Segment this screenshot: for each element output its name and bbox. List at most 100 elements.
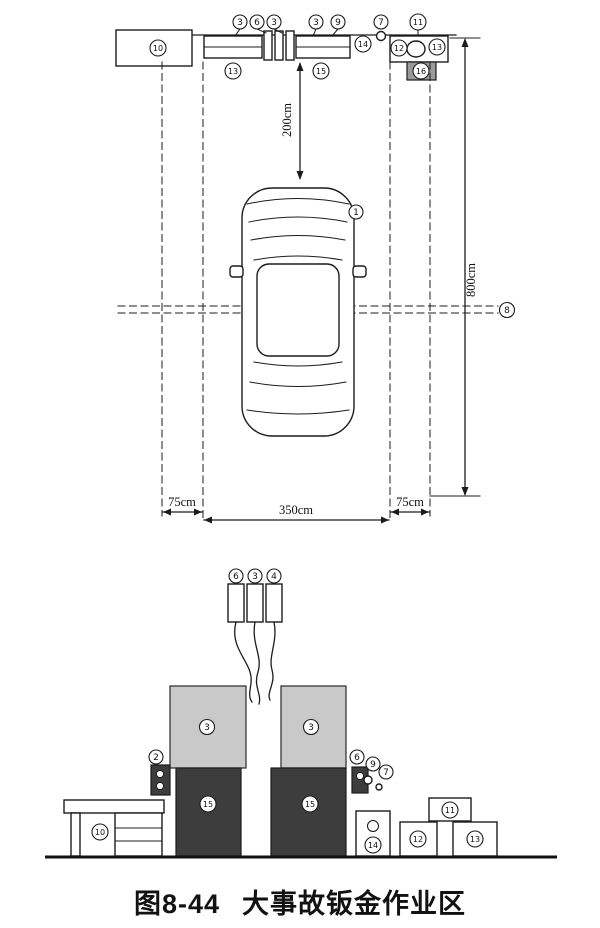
item-2-regulator: [150, 764, 171, 796]
callout-circle: [364, 836, 382, 854]
callout-circle: [428, 38, 446, 56]
callout-circle: [232, 14, 248, 30]
callout-number: 3: [237, 18, 243, 28]
dim-800cm-label: 800cm: [464, 263, 478, 297]
callout-13-left: 13: [224, 62, 242, 80]
dim-75cm-right-label: 75cm: [396, 495, 424, 509]
callout-3c: 3: [308, 14, 324, 30]
callout-16: 16: [412, 62, 430, 80]
dim-350cm-label: 350cm: [279, 503, 313, 517]
car-top-view: [229, 187, 367, 437]
callout-circle: [224, 62, 242, 80]
callout-circle: [349, 749, 365, 765]
zone-lines: [161, 61, 431, 523]
dim-75cm-left-group: 75cm: [162, 495, 203, 516]
callout-3b: 3: [266, 14, 282, 30]
cabinet-dial: [367, 820, 379, 832]
gauge-dial: [156, 770, 164, 778]
car-mirror-left: [229, 265, 244, 278]
item-7-disc: [375, 783, 383, 791]
callout-circle: [412, 62, 430, 80]
callout-circle: [302, 718, 320, 736]
assembly-reel: [406, 40, 426, 58]
elevation-view: 6 3 4 3 3 2 15 15 6 9: [45, 568, 557, 859]
callout-number: 16: [416, 67, 426, 76]
callout-3-block-right: 3: [302, 718, 320, 736]
arrowhead-left: [163, 508, 171, 516]
cabinet-14-elevation: [355, 810, 391, 857]
callout-12-box: 12: [409, 830, 427, 848]
callout-11-box: 11: [441, 801, 459, 819]
callout-13-box: 13: [466, 830, 484, 848]
callout-circle: [247, 568, 263, 584]
callout-number: 12: [413, 835, 423, 844]
dim-350cm-group: 350cm: [203, 503, 390, 524]
callout-number: 6: [233, 572, 239, 582]
callout-number: 15: [305, 800, 315, 809]
callout-7: 7: [373, 14, 389, 30]
callout-6-right: 6: [349, 749, 365, 765]
callout-number: 14: [368, 841, 378, 850]
cylinder-plan: [263, 30, 273, 61]
workshop-diagram: 200cm 800cm: [45, 13, 557, 859]
callout-circle: [148, 749, 164, 765]
car-hood-line: [248, 216, 348, 223]
callout-3-top: 3: [247, 568, 263, 584]
callout-number: 7: [383, 768, 389, 778]
callout-circle: [199, 795, 217, 813]
callout-15-block-left: 15: [199, 795, 217, 813]
callout-number: 3: [308, 723, 314, 733]
callout-circle: [378, 764, 394, 780]
callout-circle: [498, 301, 516, 319]
car-mirror-right: [352, 265, 367, 278]
callout-circle: [249, 14, 265, 30]
callout-number: 3: [204, 723, 210, 733]
item-2-body: [150, 764, 171, 796]
callout-circle: [354, 35, 372, 53]
dim-800cm-group: 800cm: [429, 37, 481, 497]
arrowhead-right: [381, 516, 389, 524]
callout-11: 11: [409, 13, 427, 31]
car-trunk-line: [246, 409, 350, 415]
hoses: [234, 621, 276, 705]
callout-14: 14: [354, 35, 372, 53]
arrowhead-down: [296, 171, 304, 180]
callout-3-block-left: 3: [198, 718, 216, 736]
arrowhead-right: [421, 508, 429, 516]
callout-circle: [348, 204, 364, 220]
table-leg: [70, 812, 81, 857]
arrowhead-right: [194, 508, 202, 516]
leader-line: [273, 28, 283, 34]
dim-75cm-left-label: 75cm: [168, 495, 196, 509]
callout-7-right: 7: [378, 764, 394, 780]
callout-number: 10: [153, 44, 163, 53]
arrowhead-up: [461, 38, 469, 47]
gauge-dial: [356, 772, 364, 780]
callout-number: 15: [316, 67, 326, 76]
leader-line: [256, 28, 267, 34]
callout-circle: [312, 62, 330, 80]
callout-number: 3: [313, 18, 319, 28]
callout-circle: [301, 795, 319, 813]
callout-13-right: 13: [428, 38, 446, 56]
cylinder-plan: [274, 30, 284, 61]
callout-circle: [466, 830, 484, 848]
leader-line: [331, 28, 339, 37]
gas-cylinders-elevation: [227, 583, 283, 623]
arrowhead-down: [461, 487, 469, 496]
cylinder-plan: [285, 30, 295, 61]
callout-6-top: 6: [228, 568, 244, 584]
work-table-10: [63, 799, 165, 857]
callout-circle: [266, 14, 282, 30]
callout-circle: [365, 756, 381, 772]
callout-number: 3: [271, 18, 277, 28]
cylinder-3: [246, 583, 264, 623]
callout-8-track: 8: [498, 301, 516, 319]
callout-number: 3: [252, 572, 258, 582]
callout-number: 13: [470, 835, 480, 844]
arrowhead-up: [296, 62, 304, 71]
car-windshield-top: [250, 235, 346, 241]
gauge-dial: [156, 782, 164, 790]
dim-200cm-label: 200cm: [280, 103, 294, 137]
